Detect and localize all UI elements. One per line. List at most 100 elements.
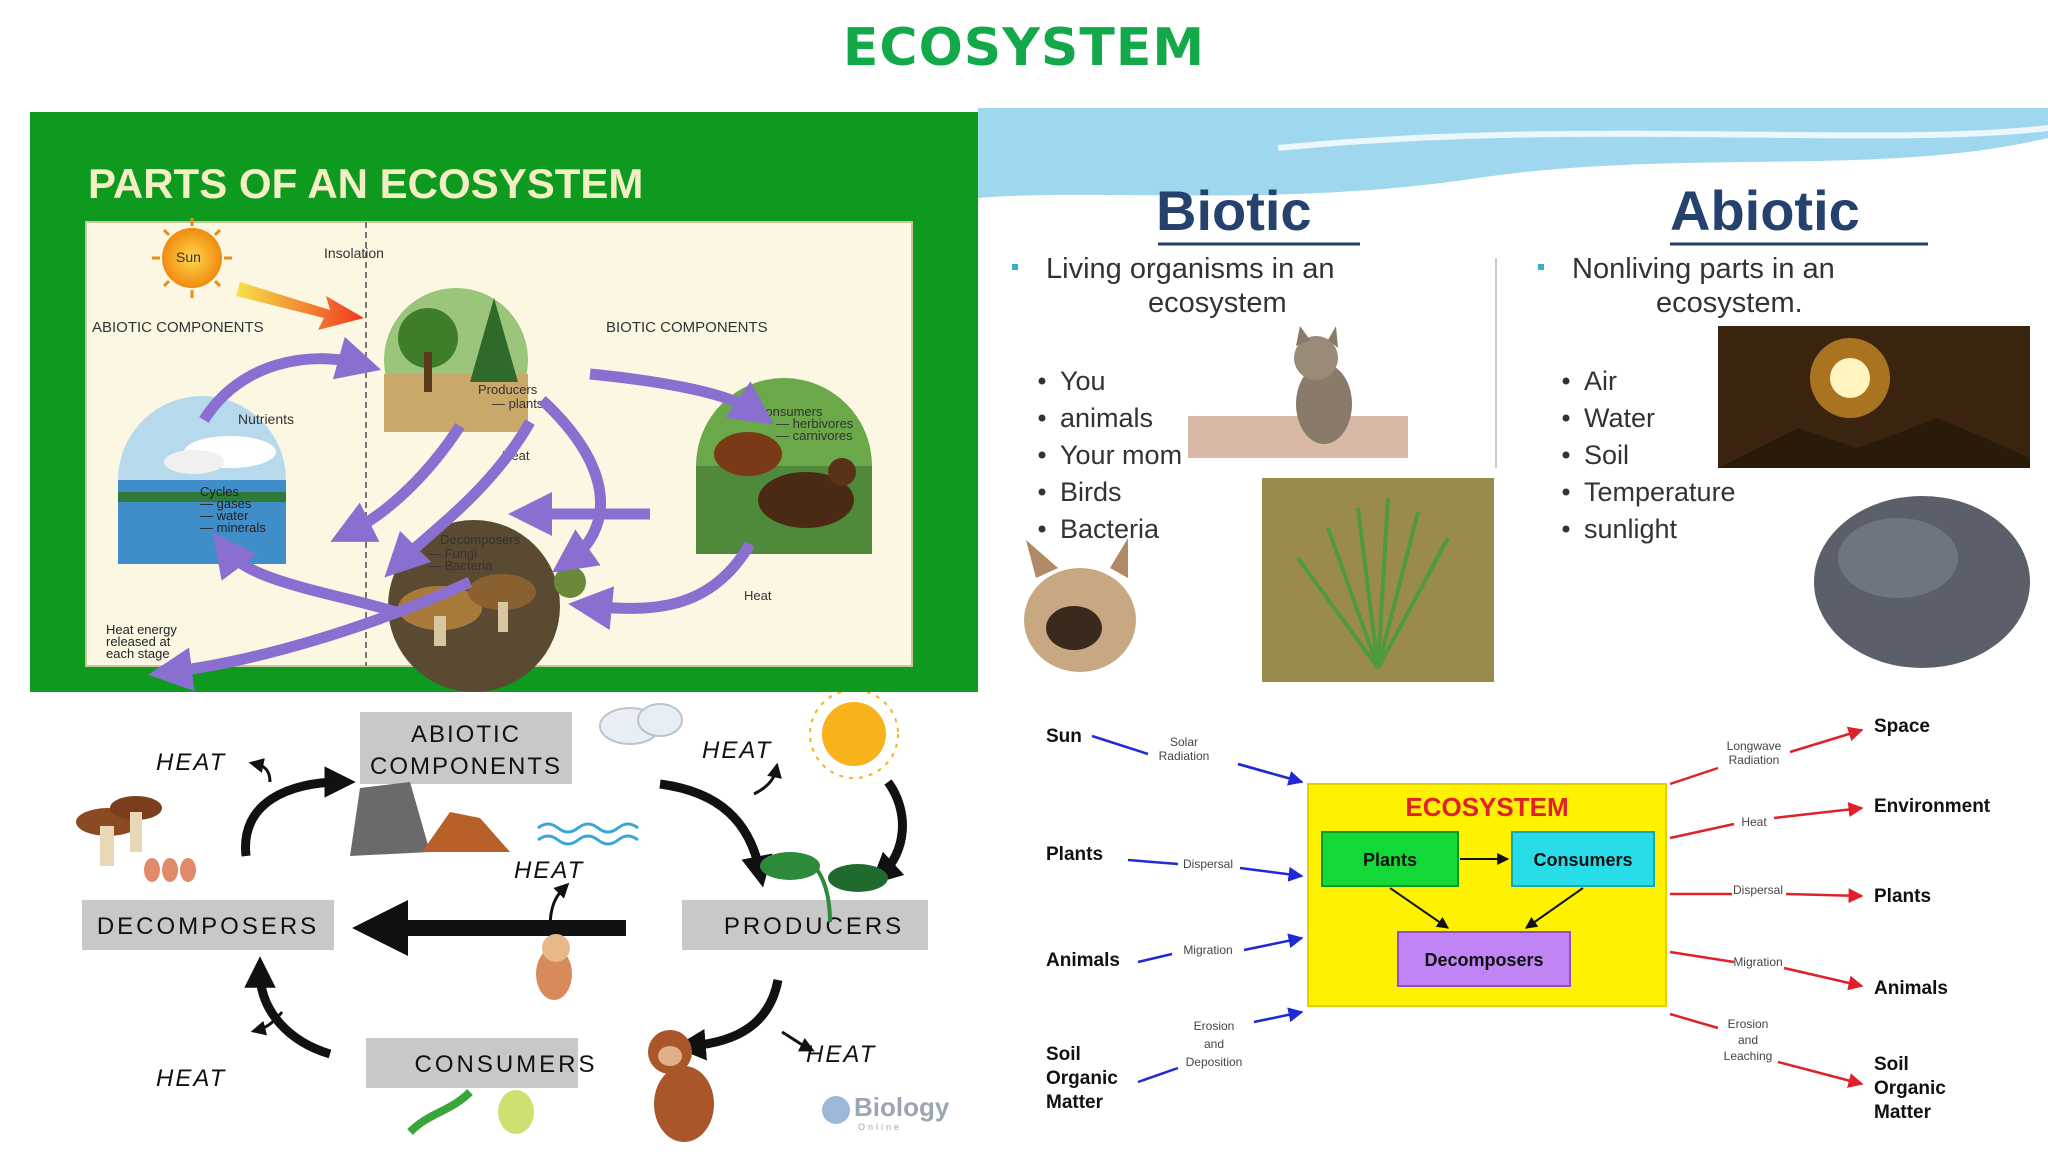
insolation-arrow xyxy=(236,282,364,330)
decomposers-box-label: Decomposers xyxy=(1424,950,1543,970)
plants-box xyxy=(1321,831,1459,887)
abiotic-list-item: Temperature xyxy=(1584,477,1736,507)
heat-label-top-left: HEAT xyxy=(156,749,227,776)
abiotic-box-line-1: ABIOTIC xyxy=(411,721,521,748)
lizard-icon xyxy=(407,1089,473,1135)
heat-arrows xyxy=(248,758,815,1052)
abiotic-components-label: ABIOTIC COMPONENTS xyxy=(92,319,264,336)
heat-label-middle: HEAT xyxy=(514,857,585,884)
ecosystem-flow-diagram: ECOSYSTEM Plants Consumers Decomposers S… xyxy=(1046,716,1991,1123)
abiotic-components-box xyxy=(360,712,572,784)
consumers-box-label: CONSUMERS xyxy=(414,1051,597,1078)
biotic-list-item: Your mom xyxy=(1060,440,1182,470)
biotic-title: Biotic xyxy=(1156,179,1312,242)
top-wave xyxy=(978,108,2048,198)
output-animals: Animals xyxy=(1874,978,1948,999)
decomposers-box xyxy=(82,900,334,950)
output-soil-1: Soil xyxy=(1874,1054,1909,1075)
abiotic-list-item: Soil xyxy=(1584,440,1629,470)
internal-arrows xyxy=(1389,853,1584,929)
biotic-list-bullet xyxy=(1038,525,1046,533)
monkey-icon xyxy=(648,1030,714,1142)
output-space-label-1: Longwave xyxy=(1727,739,1782,753)
rocks-icon xyxy=(350,782,510,856)
output-soil-label-2: and xyxy=(1738,1033,1758,1047)
insolation-label: Insolation xyxy=(324,245,384,261)
cycles-minerals-label: — minerals xyxy=(200,520,266,535)
output-plants-label: Dispersal xyxy=(1733,883,1783,897)
heat-label-top-right: HEAT xyxy=(702,737,773,764)
input-soil-label-1: Erosion xyxy=(1194,1019,1235,1033)
decomposers-box-label: DECOMPOSERS xyxy=(97,913,319,940)
input-plants-label: Dispersal xyxy=(1183,857,1233,871)
abiotic-list-bullet xyxy=(1562,377,1570,385)
grass-image xyxy=(1262,478,1494,682)
output-soil-label-1: Erosion xyxy=(1728,1017,1769,1031)
energy-cycle-diagram: ABIOTIC COMPONENTS DECOMPOSERS PRODUCERS… xyxy=(76,692,950,1142)
decomposers-label: Decomposers xyxy=(440,532,521,547)
biotic-abiotic-slide: Biotic Abiotic Living organisms in an ec… xyxy=(978,108,2048,682)
biotic-abiotic-panel: Biotic Abiotic Living organisms in an ec… xyxy=(978,108,2048,692)
consumers-box-label: Consumers xyxy=(1533,850,1632,870)
input-animals-label: Migration xyxy=(1183,943,1232,957)
decomposers-bacteria-label: — Bacteria xyxy=(428,558,493,573)
output-space: Space xyxy=(1874,716,1930,737)
consumers-box xyxy=(366,1038,578,1088)
sun-label: Sun xyxy=(176,249,201,265)
output-soil-3: Matter xyxy=(1874,1102,1932,1123)
decomposers-box xyxy=(1397,931,1571,987)
consumers-carnivores-label: — carnivores xyxy=(776,428,853,443)
output-environment-label: Heat xyxy=(1741,815,1767,829)
parts-of-ecosystem-panel: PARTS OF AN ECOSYSTEM Sun Insolation ABI… xyxy=(30,112,978,692)
input-sun-label-2: Radiation xyxy=(1159,749,1210,763)
output-arrows xyxy=(1669,726,1864,1088)
bird-icon xyxy=(536,934,572,1000)
output-soil-label-3: Leaching xyxy=(1724,1049,1773,1063)
biology-online-logo: Biology Online xyxy=(822,1092,950,1132)
output-environment: Environment xyxy=(1874,796,1991,817)
biotic-definition-line-2: ecosystem xyxy=(1148,287,1287,319)
input-plants: Plants xyxy=(1046,844,1103,865)
ecosystem-flow-panel: ECOSYSTEM Plants Consumers Decomposers S… xyxy=(978,692,2048,1152)
biotic-list-bullet xyxy=(1038,377,1046,385)
logo-subtext: Online xyxy=(858,1122,902,1132)
input-soil-1: Soil xyxy=(1046,1044,1081,1065)
heat-right-label: Heat xyxy=(744,588,772,603)
abiotic-list-bullet xyxy=(1562,451,1570,459)
input-soil-2: Organic xyxy=(1046,1068,1118,1089)
biotic-definition-line-1: Living organisms in an xyxy=(1046,253,1335,285)
sun-icon xyxy=(809,692,899,779)
biotic-list-bullet xyxy=(1038,414,1046,422)
producers-box xyxy=(682,900,928,950)
abiotic-list-bullet xyxy=(1562,488,1570,496)
cycle-arrows xyxy=(241,766,907,1061)
biotic-list-item: animals xyxy=(1060,403,1153,433)
abiotic-list-bullet xyxy=(1562,414,1570,422)
input-arrows xyxy=(1091,734,1304,1084)
abiotic-list-item: Water xyxy=(1584,403,1655,433)
plants-box-label: Plants xyxy=(1363,850,1417,870)
mushroom-icon xyxy=(76,796,162,866)
biotic-list-bullet xyxy=(1038,488,1046,496)
cat-image xyxy=(1188,326,1408,458)
energy-cycle-panel: ABIOTIC COMPONENTS DECOMPOSERS PRODUCERS… xyxy=(30,692,978,1152)
cycles-label: Cycles xyxy=(200,484,240,499)
cycle-arrows xyxy=(148,336,775,692)
cloud-icon xyxy=(599,703,683,745)
input-sun-label-1: Solar xyxy=(1170,735,1198,749)
abiotic-list-item: sunlight xyxy=(1584,514,1678,544)
beetle-icon xyxy=(498,1090,534,1134)
water-icon xyxy=(537,822,639,846)
input-animals: Animals xyxy=(1046,950,1120,971)
heat-label-bottom-right: HEAT xyxy=(806,1041,877,1068)
biotic-list-item: Birds xyxy=(1060,477,1122,507)
abiotic-title: Abiotic xyxy=(1670,179,1860,242)
producers-box-label: PRODUCERS xyxy=(724,913,904,940)
biotic-list-item: Bacteria xyxy=(1060,514,1160,544)
logo-text: Biology xyxy=(854,1092,950,1122)
input-sun: Sun xyxy=(1046,726,1082,747)
consumers-box xyxy=(1511,831,1655,887)
cycles-image xyxy=(118,396,286,564)
page-title: ECOSYSTEM xyxy=(842,18,1206,78)
